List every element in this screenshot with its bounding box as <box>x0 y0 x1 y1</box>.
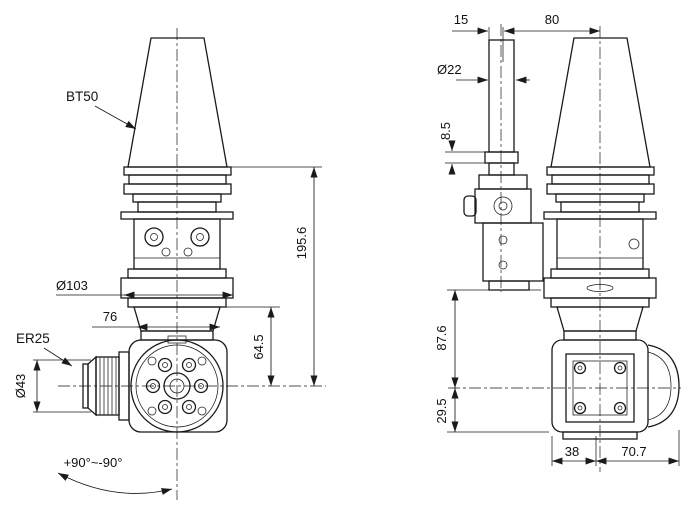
taper-neck-ring <box>123 166 232 176</box>
dim-shaft-diameter-label: Ø22 <box>437 62 462 77</box>
side-face-plate-inner <box>572 360 628 416</box>
side-plate-bolt-2-center <box>617 365 623 371</box>
er25-leader-line <box>43 347 73 367</box>
side-plate-bolt-3 <box>573 401 587 415</box>
front-centerlines <box>58 28 326 500</box>
dim-flange-diameter-label: Ø103 <box>56 278 88 293</box>
head-bolt-6 <box>181 357 197 373</box>
er25-collet <box>82 351 130 421</box>
head-center-bore <box>169 378 185 394</box>
dim-axis-distance-label: 80 <box>545 12 559 27</box>
side-gearbox-body <box>543 211 657 341</box>
head-bolt-2 <box>181 399 197 415</box>
head-hole-se <box>197 406 207 416</box>
dim-offset-top-label: 15 <box>454 12 468 27</box>
head-bolt-1-center <box>198 383 204 389</box>
head-face-circle-outer <box>130 339 224 433</box>
dim-body-height-label: 87.6 <box>434 325 449 350</box>
bt50-leader-line <box>94 105 137 130</box>
side-dimensions: 15 80 Ø22 8.5 87.6 29.5 38 70.7 <box>434 12 680 466</box>
bt50-label: BT50 <box>66 89 98 104</box>
side-plate-bolt-2 <box>613 361 627 375</box>
taper-groove <box>128 174 227 185</box>
head-top-tab <box>167 335 187 344</box>
side-plate-bolt-1 <box>573 361 587 375</box>
head-bolt-1 <box>193 378 209 394</box>
head-bolt-3 <box>157 399 173 415</box>
mounting-flange <box>120 277 234 341</box>
side-plate-bolt-4 <box>613 401 627 415</box>
body-screw-left <box>161 247 171 257</box>
dim-flange-to-axis-label: 64.5 <box>251 334 266 359</box>
dim-step-height-label: 8.5 <box>438 122 453 140</box>
swivel-range-arc <box>57 472 173 495</box>
side-head-lobe-outer <box>647 344 680 428</box>
head-face-circle-inner <box>135 344 219 428</box>
head-bolt-5 <box>157 357 173 373</box>
side-head-bottom-step <box>562 431 638 440</box>
drive-housing-lower <box>482 222 544 282</box>
head-center-boss <box>163 372 191 400</box>
dim-head-bottom-label: 29.5 <box>434 398 449 423</box>
collet-tip <box>82 363 89 409</box>
drive-shaft-step <box>484 151 519 164</box>
head-bolt-2-center <box>186 404 192 410</box>
drive-housing-bore-center <box>498 201 508 211</box>
side-taper-cone-outline <box>550 37 651 168</box>
dim-head-depth-label: 70.7 <box>621 444 646 459</box>
bt50-taper <box>123 37 232 213</box>
er25-label: ER25 <box>16 331 50 346</box>
side-plate-bolt-3-center <box>577 405 583 411</box>
head-bolt-5-center <box>162 362 168 368</box>
dim-collet-diameter-label: Ø43 <box>13 374 28 399</box>
side-plate-bolt-1-center <box>577 365 583 371</box>
head-bolt-3-center <box>162 404 168 410</box>
drive-housing-top <box>478 174 528 190</box>
side-body-set-screw <box>628 238 640 250</box>
drive-housing-foot <box>488 280 530 291</box>
taper-cone-outline <box>127 37 228 168</box>
side-taper-neck-ring <box>546 166 655 176</box>
side-taper-groove <box>551 174 650 185</box>
drive-lower-screw-2 <box>498 260 508 270</box>
taper-flange <box>123 183 232 195</box>
drive-shaft-unit <box>463 39 544 291</box>
swivel-head <box>128 335 228 433</box>
body-bolt-right <box>190 227 210 247</box>
head-hole-nw <box>147 356 157 366</box>
side-taper-flange <box>546 183 655 195</box>
front-view <box>58 28 326 500</box>
drive-housing-bore <box>493 196 513 216</box>
body-screw-right <box>183 247 193 257</box>
body-bolt-left <box>144 227 164 247</box>
head-bolt-4 <box>145 378 161 394</box>
dim-face-width-label: 38 <box>565 444 579 459</box>
side-flange-slot <box>586 284 614 292</box>
head-bolt-6-center <box>186 362 192 368</box>
body-bolt-left-center <box>150 233 158 241</box>
side-plate-bolt-4-center <box>617 405 623 411</box>
side-centerlines <box>448 24 681 472</box>
gearbox-body <box>120 211 234 279</box>
drive-lower-screw-1 <box>498 235 508 245</box>
side-bt50-taper <box>546 37 655 213</box>
head-hole-ne <box>197 356 207 366</box>
side-view <box>448 24 681 472</box>
drive-shaft <box>488 39 515 153</box>
drive-shaft-lower <box>488 162 515 176</box>
drive-knob <box>463 195 477 217</box>
front-dimensions: BT50 Ø103 76 ER25 Ø43 +90°~-90° 64.5 195… <box>13 89 322 495</box>
side-swivel-head <box>551 339 680 440</box>
head-bolt-4-center <box>150 383 156 389</box>
dim-gauge-to-axis-label: 195.6 <box>294 227 309 260</box>
head-hole-sw <box>147 406 157 416</box>
swivel-range-label: +90°~-90° <box>64 455 123 470</box>
dim-body-width-label: 76 <box>103 309 117 324</box>
body-bolt-right-center <box>196 233 204 241</box>
side-head-lobe-inner <box>647 351 672 421</box>
side-face-plate <box>565 353 635 423</box>
drive-housing <box>474 188 532 224</box>
